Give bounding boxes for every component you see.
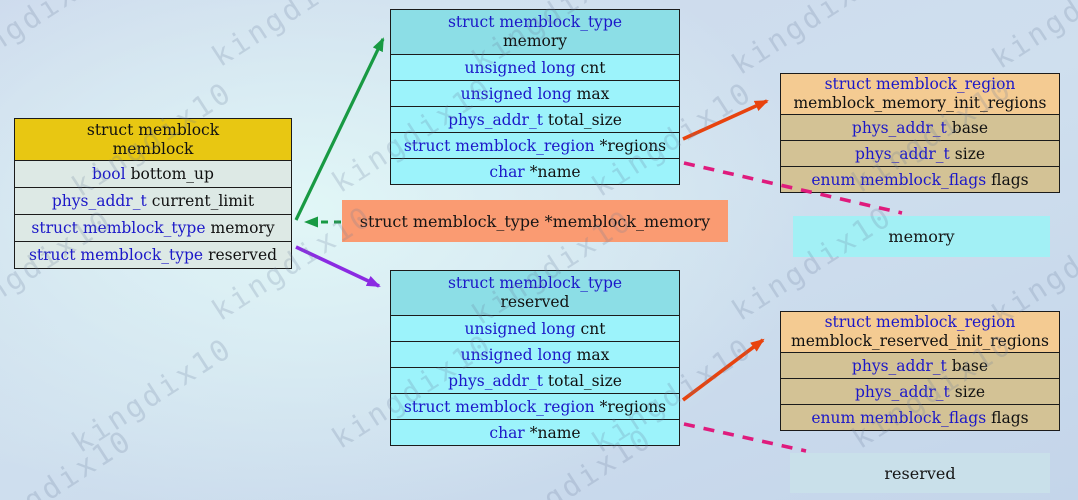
field-type: unsigned long [464,319,576,338]
field-type: bool [92,165,126,183]
reserved-array-label: reserved [790,453,1050,493]
struct-instance-name: memblock [112,139,194,158]
field-type: struct memblock_region [403,397,595,416]
memory-array-label: memory [793,216,1050,257]
struct-type-name: struct memblock_region [824,75,1016,93]
field-type: enum memblock_flags [811,170,987,189]
field-name: base [951,356,989,375]
struct-instance-name: reserved [500,293,570,311]
struct-instance-name: memory [502,32,568,50]
field-type: phys_addr_t [448,110,543,129]
field-row: struct memblock_region*regions [391,393,679,419]
field-name: max [576,84,610,103]
field-type: char [489,423,525,442]
field-name: reserved [208,246,278,264]
struct-type-name: struct memblock [86,120,220,139]
struct-memblock-header: struct memblock memblock [15,119,291,160]
field-name: total_size [547,371,622,390]
watermark: kingdix10 [725,0,899,82]
field-name: max [576,345,610,364]
field-name: size [954,382,986,401]
struct-type-name: struct memblock_region [824,313,1016,331]
field-name: total_size [547,110,622,129]
field-type: phys_addr_t [854,382,950,401]
field-name: memory [210,219,275,237]
field-name: bottom_up [130,165,214,183]
field-type: phys_addr_t [448,371,543,390]
field-row: char*name [391,419,679,445]
field-type: unsigned long [464,58,576,77]
field-name: base [951,118,989,137]
field-row: char*name [391,158,679,184]
field-name: *name [529,423,581,442]
watermark: kingdix10 [985,0,1078,76]
field-type: struct memblock_type [31,219,206,237]
field-type: phys_addr_t [51,192,147,210]
field-name: cnt [580,319,606,338]
arrow-memblock-memory-to-type [294,37,385,221]
field-type: phys_addr_t [851,118,947,137]
struct-type-name: struct memblock_type [447,13,623,31]
memblock-memory-init-regions-box: struct memblock_region memblock_memory_i… [780,73,1060,193]
field-type: phys_addr_t [851,356,947,375]
field-name: *name [529,162,581,181]
watermark: kingdix10 [65,330,239,460]
field-type: unsigned long [460,84,572,103]
field-type: char [489,162,525,181]
struct-header: struct memblock_region memblock_reserved… [781,312,1059,352]
field-name: flags [991,170,1029,189]
field-name: *regions [599,397,667,416]
field-name: cnt [580,58,606,77]
field-name: current_limit [151,192,255,210]
struct-instance-name: memblock_reserved_init_regions [791,332,1049,350]
memblock-memory-pointer-note: struct memblock_type *memblock_memory [342,200,728,242]
field-name: flags [991,408,1029,427]
struct-header: struct memblock_type memory [391,10,679,54]
field-type: unsigned long [460,345,572,364]
struct-memblock-type-reserved-box: struct memblock_type reserved unsigned l… [390,270,680,446]
memblock-reserved-init-regions-box: struct memblock_region memblock_reserved… [780,311,1060,431]
field-type: enum memblock_flags [811,408,987,427]
field-type: struct memblock_type [28,246,204,264]
field-row: struct memblock_region*regions [391,132,679,158]
arrow-reserved-regions-pointer [681,338,765,402]
field-name: *regions [599,136,667,155]
field-type: struct memblock_region [403,136,595,155]
struct-instance-name: memblock_memory_init_regions [793,94,1047,112]
watermark: kingdix10 [0,0,119,82]
watermark: kingdix10 [205,0,379,74]
struct-header: struct memblock_type reserved [391,271,679,315]
arrow-memblock-reserved-to-type [295,245,381,288]
struct-header: struct memblock_region memblock_memory_i… [781,74,1059,114]
struct-type-name: struct memblock_type [447,274,623,292]
field-name: size [954,144,986,163]
watermark: kingdix10 [0,422,139,500]
field-type: phys_addr_t [854,144,950,163]
arrow-memory-regions-pointer [682,99,769,141]
struct-memblock-type-memory-box: struct memblock_type memory unsigned lon… [390,9,680,185]
